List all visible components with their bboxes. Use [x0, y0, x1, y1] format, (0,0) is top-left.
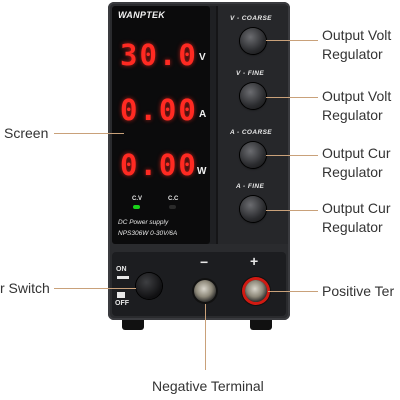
power-switch-button[interactable] — [136, 273, 162, 299]
knob-label-v-coarse: V - COARSE — [230, 15, 272, 22]
callout-volt-coarse-line1: Output Volt — [322, 27, 392, 43]
cc-label: C.C — [168, 196, 179, 202]
callout-volt-fine-line2: Regulator — [322, 107, 383, 123]
callout-curr-fine-line1: Output Cur — [322, 200, 391, 216]
negative-terminal[interactable] — [194, 280, 216, 302]
positive-terminal[interactable] — [245, 280, 267, 302]
left-foot — [122, 320, 144, 330]
right-foot — [250, 320, 272, 330]
cc-indicator-led — [169, 205, 176, 209]
callout-negative-terminal: Negative Terminal — [152, 378, 264, 394]
power-on-label: ON — [116, 266, 127, 273]
knob-label-v-fine: V - FINE — [236, 70, 265, 77]
cv-label: C.V — [132, 196, 143, 202]
power-off-label: OFF — [115, 300, 129, 307]
callout-curr-fine-line2: Regulator — [322, 219, 383, 235]
power-readout: 0.00 — [120, 148, 198, 182]
callout-line-screen — [54, 133, 124, 134]
current-fine-knob[interactable] — [240, 196, 266, 222]
callout-line-positive-terminal — [268, 291, 318, 292]
brand-logo: WANPTEK — [118, 10, 166, 20]
voltage-coarse-knob[interactable] — [240, 28, 266, 54]
callout-screen: Screen — [4, 125, 49, 141]
knob-label-a-coarse: A - COARSE — [230, 129, 273, 136]
current-unit: A — [199, 109, 207, 120]
positive-symbol: + — [250, 253, 259, 269]
callout-positive-terminal: Positive Ter — [322, 283, 395, 299]
callout-line-negative-terminal — [205, 304, 206, 370]
display-screen — [112, 6, 210, 244]
callout-line-power-switch — [54, 288, 136, 289]
power-off-symbol — [117, 292, 125, 298]
cv-indicator-led — [133, 205, 140, 209]
knob-label-a-fine: A - FINE — [236, 183, 265, 190]
current-readout: 0.00 — [120, 93, 198, 127]
voltage-fine-knob[interactable] — [240, 83, 266, 109]
power-on-symbol — [117, 276, 129, 279]
callout-curr-coarse-line2: Regulator — [322, 164, 383, 180]
callout-line-curr-fine — [266, 210, 318, 211]
voltage-unit: V — [199, 52, 206, 63]
callout-volt-coarse-line2: Regulator — [322, 46, 383, 62]
callout-line-curr-coarse — [266, 155, 318, 156]
callout-power-switch: r Switch — [0, 280, 50, 296]
negative-symbol: − — [200, 254, 209, 270]
voltage-readout: 30.0 — [120, 38, 198, 72]
callout-curr-coarse-line1: Output Cur — [322, 145, 391, 161]
model-label: NPS306W 0-30V/6A — [118, 230, 178, 237]
device-subtitle: DC Power supply — [118, 219, 169, 226]
callout-line-volt-fine — [266, 97, 318, 98]
power-unit: W — [197, 166, 207, 177]
current-coarse-knob[interactable] — [240, 142, 266, 168]
callout-volt-fine-line1: Output Volt — [322, 88, 392, 104]
callout-line-volt-coarse — [266, 40, 318, 41]
